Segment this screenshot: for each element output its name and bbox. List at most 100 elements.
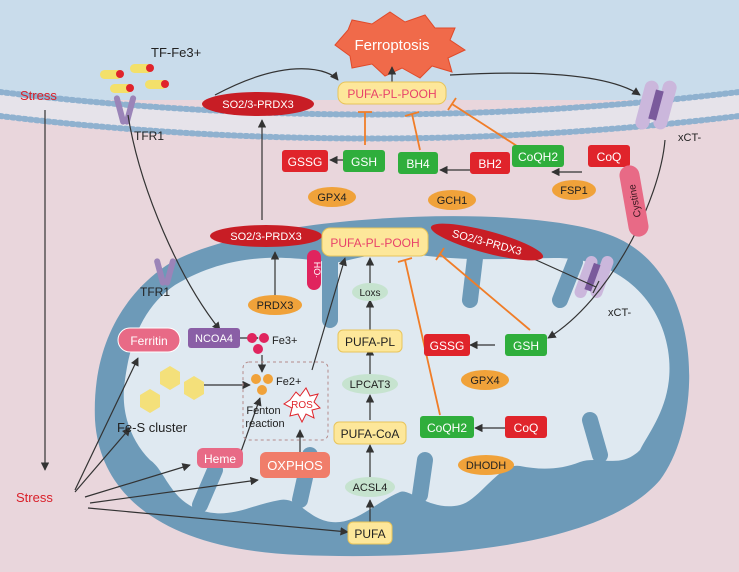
fenton-reaction-label: Fenton reaction <box>245 405 284 430</box>
so2-prdx3-mito-left-label: SO2/3-PRDX3 <box>230 231 302 243</box>
crista <box>582 412 608 463</box>
inhibit-gsh-mito <box>435 247 531 331</box>
fe2-ion-icon <box>251 374 273 395</box>
gpx4-top-label: GPX4 <box>317 192 346 204</box>
gpx4-mito-node <box>461 370 509 390</box>
mitochondrion-inner <box>123 253 670 523</box>
transferrin-iron-icon <box>100 64 169 93</box>
ros-burst-icon <box>283 387 321 424</box>
pufa-pl-pooh-mito-label: PUFA-PL-POOH <box>330 236 419 250</box>
gssg-mito-node <box>424 334 470 356</box>
arrow-tfr1-to-ncoa4 <box>127 114 221 331</box>
lpcat3-node <box>342 374 398 394</box>
gssg-top-node <box>282 150 328 172</box>
pufa-coa-label: PUFA-CoA <box>341 427 400 441</box>
arrow-stress-to-fes <box>74 427 131 493</box>
so2-prdx3-top-label: SO2/3-PRDX3 <box>222 99 294 111</box>
fe3-label: Fe3+ <box>272 335 297 347</box>
bh2-label: BH2 <box>478 157 502 171</box>
gsh-top-node <box>343 150 385 172</box>
inhibit-gsh <box>358 111 372 145</box>
fsp1-node <box>552 180 596 200</box>
gssg-top-label: GSSG <box>288 155 323 169</box>
ferritin-node <box>117 327 181 353</box>
acsl4-node <box>345 477 395 497</box>
pufa-pl-pooh-top-label: PUFA-PL-POOH <box>347 87 436 101</box>
pufa-coa-node <box>333 421 407 445</box>
gssg-mito-label: GSSG <box>430 339 465 353</box>
stress-top-label: Stress <box>20 88 57 103</box>
so2-prdx3-top-node <box>202 92 314 116</box>
pufa-pl-pooh-mito-node <box>321 227 429 257</box>
prdx3-node <box>248 295 302 315</box>
ho-radical-label: HO· <box>312 262 322 279</box>
bh4-label: BH4 <box>406 157 430 171</box>
tfr1-receptor-mitochondrial <box>154 258 176 286</box>
arrow-cystine-to-gsh <box>547 139 666 339</box>
gch1-label: GCH1 <box>437 195 468 207</box>
crista <box>552 254 583 308</box>
gpx4-top-node <box>308 187 356 207</box>
coqh2-mito-label: CoQH2 <box>427 421 467 435</box>
xct-transporter-top <box>635 80 677 130</box>
fe2-label: Fe2+ <box>276 376 301 388</box>
coq-top-label: CoQ <box>597 150 622 164</box>
coqh2-top-label: CoQH2 <box>518 150 558 164</box>
membrane-inner-lipid-row <box>0 113 739 142</box>
arrow-stress-to-heme <box>84 463 191 498</box>
coq-top-node <box>588 145 630 167</box>
xct-top-label: xCT- <box>678 132 702 144</box>
dhodh-node <box>458 455 514 475</box>
loxs-label: Loxs <box>359 288 380 299</box>
arrow-so2-prdx3-to-pufa <box>214 68 339 96</box>
fe-s-cluster-label: Fe-S cluster <box>117 420 188 435</box>
tfr1-mid-label: TFR1 <box>140 285 170 299</box>
inhibit-xct-mito <box>524 254 600 294</box>
arrow-to-xct <box>449 72 641 96</box>
tf-fe3-label: TF-Fe3+ <box>151 45 201 60</box>
heme-node <box>197 448 243 468</box>
ferritin-label: Ferritin <box>130 334 167 348</box>
oxphos-node <box>260 452 330 478</box>
crista <box>462 250 483 308</box>
prdx3-label: PRDX3 <box>257 300 294 312</box>
inhibition-lines <box>358 97 531 416</box>
pufa-node <box>347 521 393 545</box>
pufa-pl-node <box>337 329 403 353</box>
inhibit-coqh2 <box>447 97 521 149</box>
tfr1-receptor-top <box>113 95 137 125</box>
pufa-pl-label: PUFA-PL <box>345 335 395 349</box>
gsh-mito-label: GSH <box>513 339 539 353</box>
ferroptosis-burst <box>334 11 467 79</box>
arrow-stress-to-pufa <box>87 507 349 536</box>
xct-mid-label: xCT- <box>608 307 632 319</box>
pufa-label: PUFA <box>354 527 385 541</box>
ncoa4-node <box>188 328 240 348</box>
inhibit-bh4 <box>404 111 421 151</box>
coqh2-mito-node <box>420 416 474 438</box>
arrow-stress-to-ferritin <box>74 357 139 491</box>
tfr1-top-label: TFR1 <box>134 129 164 143</box>
arrow-fe2-to-pooh <box>311 257 347 371</box>
ncoa4-label: NCOA4 <box>195 333 233 345</box>
coq-mito-label: CoQ <box>514 421 539 435</box>
heme-label: Heme <box>204 452 236 466</box>
membrane-outer-lipid-row <box>0 89 739 118</box>
fe-s-cluster-icon <box>140 366 204 413</box>
stress-bottom-label: Stress <box>16 490 53 505</box>
bh4-node <box>398 152 438 174</box>
arrow-heme-to-fe2 <box>237 397 262 461</box>
crista <box>412 452 433 503</box>
so2-prdx3-mito-left-node <box>210 225 322 247</box>
inhibit-coqh2-mito <box>397 257 441 416</box>
bh2-node <box>470 152 510 174</box>
ferroptosis-label: Ferroptosis <box>354 37 429 54</box>
acsl4-label: ACSL4 <box>353 482 388 494</box>
lpcat3-label: LPCAT3 <box>350 379 391 391</box>
oxphos-label: OXPHOS <box>267 458 323 473</box>
ros-label: ROS <box>291 400 313 411</box>
ho-radical-node <box>307 250 321 290</box>
cystine-node <box>619 165 649 237</box>
